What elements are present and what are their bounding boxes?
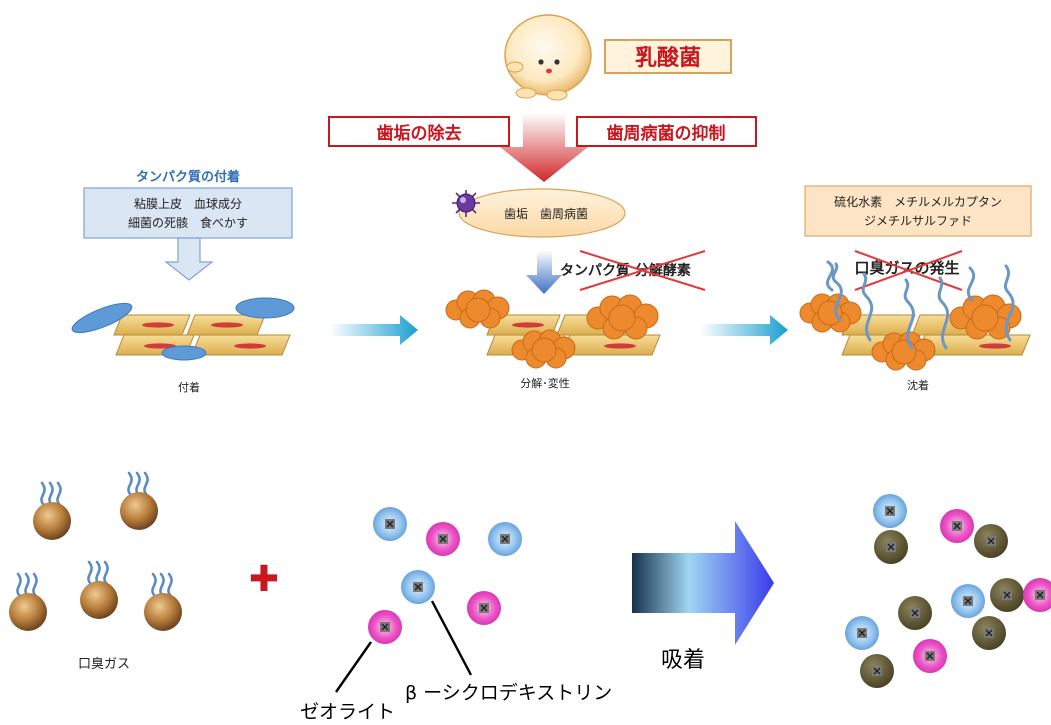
stage2-oval-text: 歯垢 歯周病菌 <box>504 206 588 221</box>
zeolite-particle <box>1023 578 1051 612</box>
bad-breath-gas-balls <box>9 471 182 631</box>
adsorbed-particles <box>845 494 1051 688</box>
adsorbent-particles <box>368 507 522 644</box>
gas-cross-out <box>854 250 963 291</box>
stage1-protein-box: 粘膜上皮 血球成分 細菌の死骸 食べかす <box>83 187 293 239</box>
cyclodextrin-particle <box>373 507 407 541</box>
tag-plaque-removal: 歯垢の除去 <box>328 116 510 147</box>
cyan-arrow-2 <box>700 315 788 345</box>
gas-ball <box>120 471 158 530</box>
gas-ball <box>144 572 182 631</box>
plus-icon: ✚ <box>249 559 279 600</box>
gas-ball <box>33 481 71 540</box>
cyan-arrow-1 <box>330 315 418 345</box>
gas-caption: 口臭ガス <box>78 657 130 672</box>
enzyme-cross-out <box>579 250 706 291</box>
adsorption-big-arrow <box>632 521 774 645</box>
mascot-label-box: 乳酸菌 <box>604 39 732 74</box>
stage2-caption: 分解･変性 <box>520 376 570 390</box>
stage2-plaque-oval: 歯垢 歯周病菌 <box>458 188 626 238</box>
mascot-label: 乳酸菌 <box>635 45 701 71</box>
cyclodextrin-particle <box>873 494 907 528</box>
stage1-box-line1: 粘膜上皮 血球成分 <box>134 196 242 211</box>
gas-particle <box>898 596 932 630</box>
lactobacillus-mascot-icon <box>504 14 592 101</box>
zeolite-particle <box>368 610 402 644</box>
tag-plaque-removal-label: 歯垢の除去 <box>377 123 462 144</box>
tag-periodontal-inhibit: 歯周病菌の抑制 <box>576 116 757 147</box>
stage1-box-line2: 細菌の死骸 食べかす <box>128 215 248 230</box>
gas-particle <box>990 578 1024 612</box>
gas-particle <box>974 524 1008 558</box>
stage3-gas-label: 口臭ガスの発生 <box>854 259 959 277</box>
zeolite-particle <box>426 522 460 556</box>
cyclodextrin-particle <box>845 616 879 650</box>
gas-particle <box>972 616 1006 650</box>
adsorb-label: 吸着 <box>661 648 705 673</box>
stage1-down-arrow <box>164 237 214 281</box>
cyclodextrin-particle <box>951 584 985 618</box>
stage1-cells <box>71 297 295 361</box>
stage2-plaque-blobs <box>445 289 659 369</box>
stage1-caption: 付着 <box>178 380 200 394</box>
stage3-box-line2: ジメチルサルファド <box>864 214 972 228</box>
stage3-plaque-blobs <box>799 293 1022 371</box>
blue-down-arrow <box>526 250 562 294</box>
bacteria-icon <box>452 190 480 217</box>
tag-periodontal-inhibit-label: 歯周病菌の抑制 <box>607 123 726 144</box>
red-down-arrow <box>500 113 588 182</box>
stage3-gas-wisps <box>825 260 1015 350</box>
zeolite-particle <box>913 639 947 673</box>
pointer-lines <box>335 600 473 693</box>
stage3-caption: 沈着 <box>907 378 929 392</box>
cyclodextrin-particle <box>401 570 435 604</box>
zeolite-particle <box>940 509 974 543</box>
stage1-header: タンパク質の付着 <box>136 169 240 185</box>
gas-particle <box>860 654 894 688</box>
zeolite-particle <box>467 591 501 625</box>
stage3-gas-box: 硫化水素 メチルメルカプタン ジメチルサルファド <box>804 185 1032 237</box>
zeolite-label: ゼオライト <box>300 701 395 723</box>
gas-particle <box>874 530 908 564</box>
stage3-box-line1: 硫化水素 メチルメルカプタン <box>834 194 1002 209</box>
gas-ball <box>9 572 47 631</box>
cyclodextrin-particle <box>488 522 522 556</box>
cyclodextrin-label: β ーシクロデキストリン <box>405 682 612 704</box>
gas-ball <box>80 560 118 619</box>
